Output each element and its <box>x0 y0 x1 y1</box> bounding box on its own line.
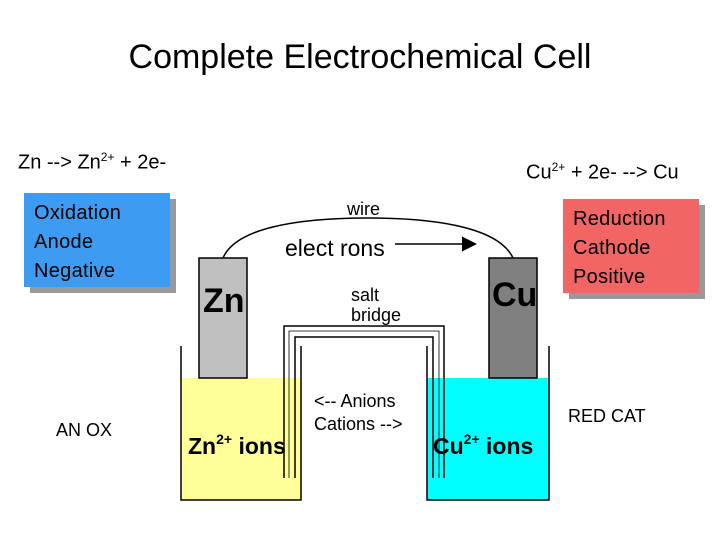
electrons-label: elect rons <box>285 235 385 261</box>
copper-ions-suffix: ions <box>480 433 534 459</box>
wire-label: wire <box>346 199 380 219</box>
zinc-ions-label: Zn2+ ions <box>188 431 286 459</box>
salt-bridge-label-line2: bridge <box>351 305 401 325</box>
red-cat-mnemonic: RED CAT <box>568 406 646 426</box>
salt-bridge-inner <box>294 336 434 478</box>
zinc-ions-base: Zn <box>188 433 216 459</box>
copper-ions-base: Cu <box>433 433 464 459</box>
anode-solution <box>181 378 301 500</box>
reduction-box: Reduction Cathode Positive <box>563 199 699 293</box>
copper-electrode-label: Cu <box>492 276 537 314</box>
cathode-solution <box>427 378 549 500</box>
salt-bridge-label-line1: salt <box>351 285 379 305</box>
reduction-equation-lhs: Cu <box>526 161 552 184</box>
copper-ions-label: Cu2+ ions <box>433 431 533 459</box>
oxidation-equation-rhs: + 2e- <box>114 151 167 174</box>
cations-flow-label: Cations --> <box>314 414 403 434</box>
cathode-beaker <box>426 346 550 501</box>
oxidation-equation: Zn --> Zn2+ + 2e- <box>18 150 166 175</box>
zinc-ions-suffix: ions <box>232 433 286 459</box>
reduction-equation: Cu2+ + 2e- --> Cu <box>526 160 679 185</box>
anode-label: Anode <box>34 231 94 253</box>
oxidation-equation-lhs: Zn --> Zn <box>18 151 101 174</box>
copper-ions-charge: 2+ <box>464 431 480 447</box>
cathode-label: Cathode <box>573 237 651 259</box>
oxidation-label: Oxidation <box>34 202 122 224</box>
salt-bridge-outer <box>283 325 445 478</box>
reduction-label: Reduction <box>573 208 666 230</box>
page-title: Complete Electrochemical Cell <box>128 38 592 76</box>
salt-bridge-core <box>288 330 440 478</box>
an-ox-mnemonic: AN OX <box>56 420 113 440</box>
reduction-equation-charge: 2+ <box>551 160 566 174</box>
negative-label: Negative <box>34 260 116 282</box>
zinc-ions-charge: 2+ <box>216 431 232 447</box>
wire <box>222 217 514 259</box>
positive-label: Positive <box>573 266 646 288</box>
zinc-electrode-label: Zn <box>203 282 245 320</box>
anode-beaker <box>180 346 302 501</box>
oxidation-box: Oxidation Anode Negative <box>24 193 170 287</box>
anions-flow-label: <-- Anions <box>314 391 396 411</box>
zinc-electrode <box>198 257 248 379</box>
reduction-equation-rhs: + 2e- --> Cu <box>565 161 679 184</box>
oxidation-equation-charge: 2+ <box>100 150 115 164</box>
